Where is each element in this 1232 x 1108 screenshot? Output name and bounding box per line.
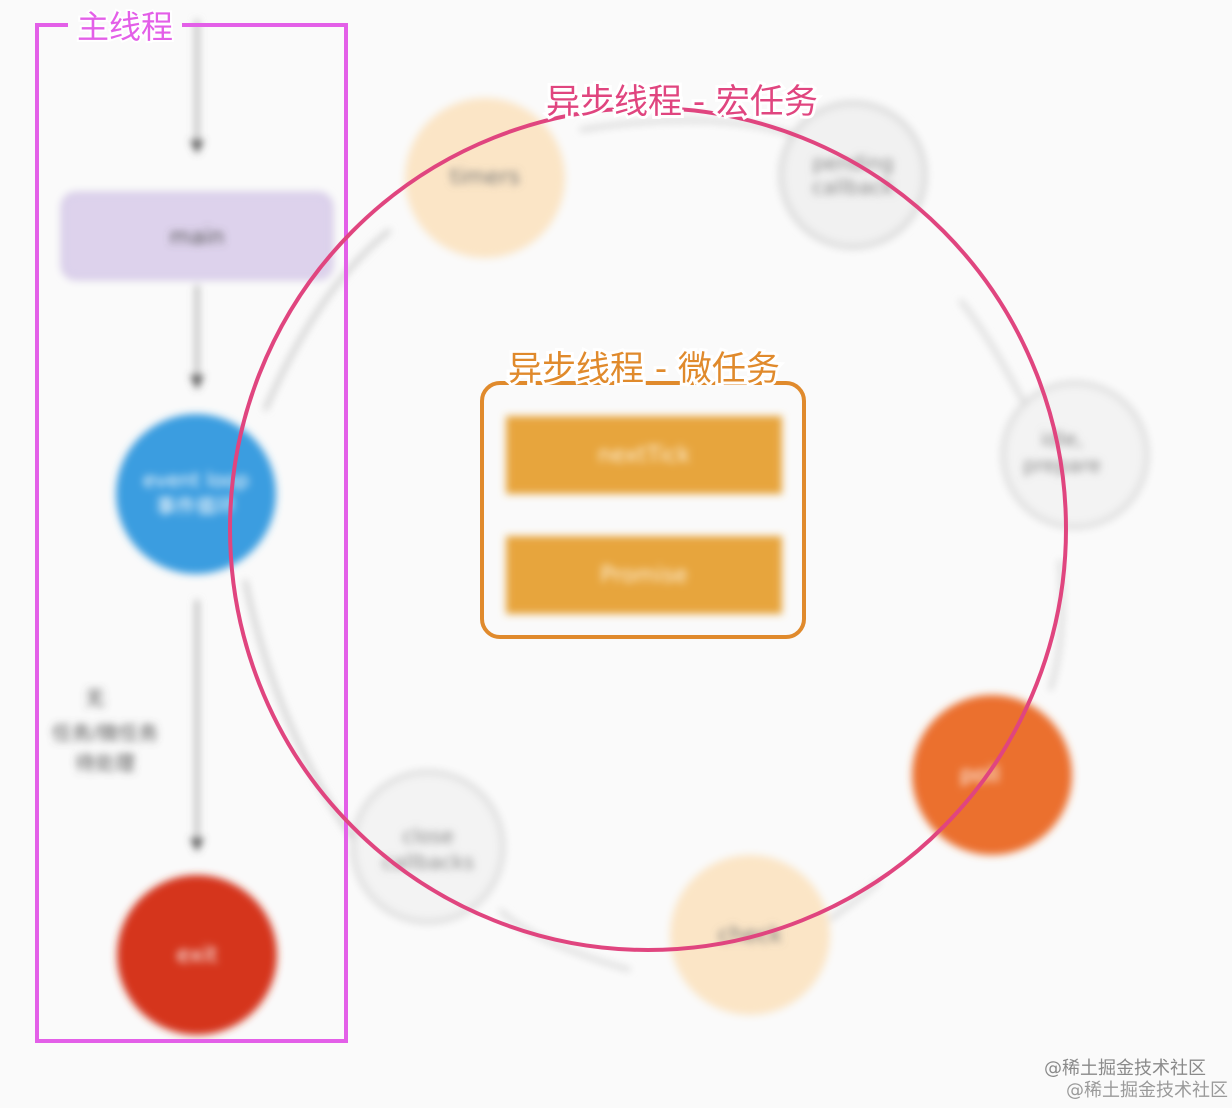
nexttick-bar bbox=[506, 416, 782, 494]
blurred-underlay bbox=[61, 20, 1149, 1035]
nexttick-label: nextTick bbox=[598, 443, 691, 468]
watermark-2: @稀土掘金技术社区 bbox=[1066, 1080, 1228, 1101]
micro-task-title: 异步线程 - 微任务 bbox=[508, 349, 780, 389]
poll-shape bbox=[912, 695, 1072, 855]
promise-label: Promise bbox=[600, 563, 687, 588]
close-shape bbox=[351, 770, 505, 924]
watermark-1: @稀土掘金技术社区 bbox=[1044, 1058, 1206, 1079]
promise-bar bbox=[506, 536, 782, 614]
idle-shape bbox=[1001, 381, 1149, 529]
close-connector bbox=[243, 579, 372, 861]
side-note-1: 无 bbox=[85, 686, 105, 710]
arrow-main-to-loop-head bbox=[190, 375, 204, 390]
loop-connector bbox=[263, 228, 391, 411]
arrow-top-head bbox=[190, 140, 204, 154]
ring-underlay bbox=[498, 118, 1064, 972]
check-shape bbox=[670, 855, 830, 1015]
micro-task-frame bbox=[480, 381, 806, 639]
macro-task-title: 异步线程 - 宏任务 bbox=[546, 82, 818, 122]
close-label-2: callbacks bbox=[382, 850, 474, 874]
main-box-label: main bbox=[170, 225, 225, 250]
main-thread-frame bbox=[35, 23, 348, 1043]
side-note-3: 待处理 bbox=[75, 751, 135, 775]
close-label-1: close bbox=[402, 824, 454, 848]
timers-label: timers bbox=[450, 165, 520, 190]
timers-shape bbox=[405, 98, 565, 258]
exit-shape bbox=[117, 875, 277, 1035]
pending-shape bbox=[779, 101, 927, 249]
arrow-loop-to-exit-head bbox=[190, 838, 204, 852]
main-thread-title: 主线程 bbox=[77, 8, 173, 46]
main-thread-title-bg bbox=[68, 6, 182, 44]
macro-task-ring bbox=[228, 106, 1068, 952]
side-note-2: 任务/微任务 bbox=[52, 721, 159, 745]
idle-label-1: idle, bbox=[1041, 427, 1083, 451]
main-box-shape bbox=[61, 192, 333, 280]
exit-label: exit bbox=[177, 943, 218, 968]
event-loop-label-2: 事件循环 bbox=[156, 494, 236, 518]
